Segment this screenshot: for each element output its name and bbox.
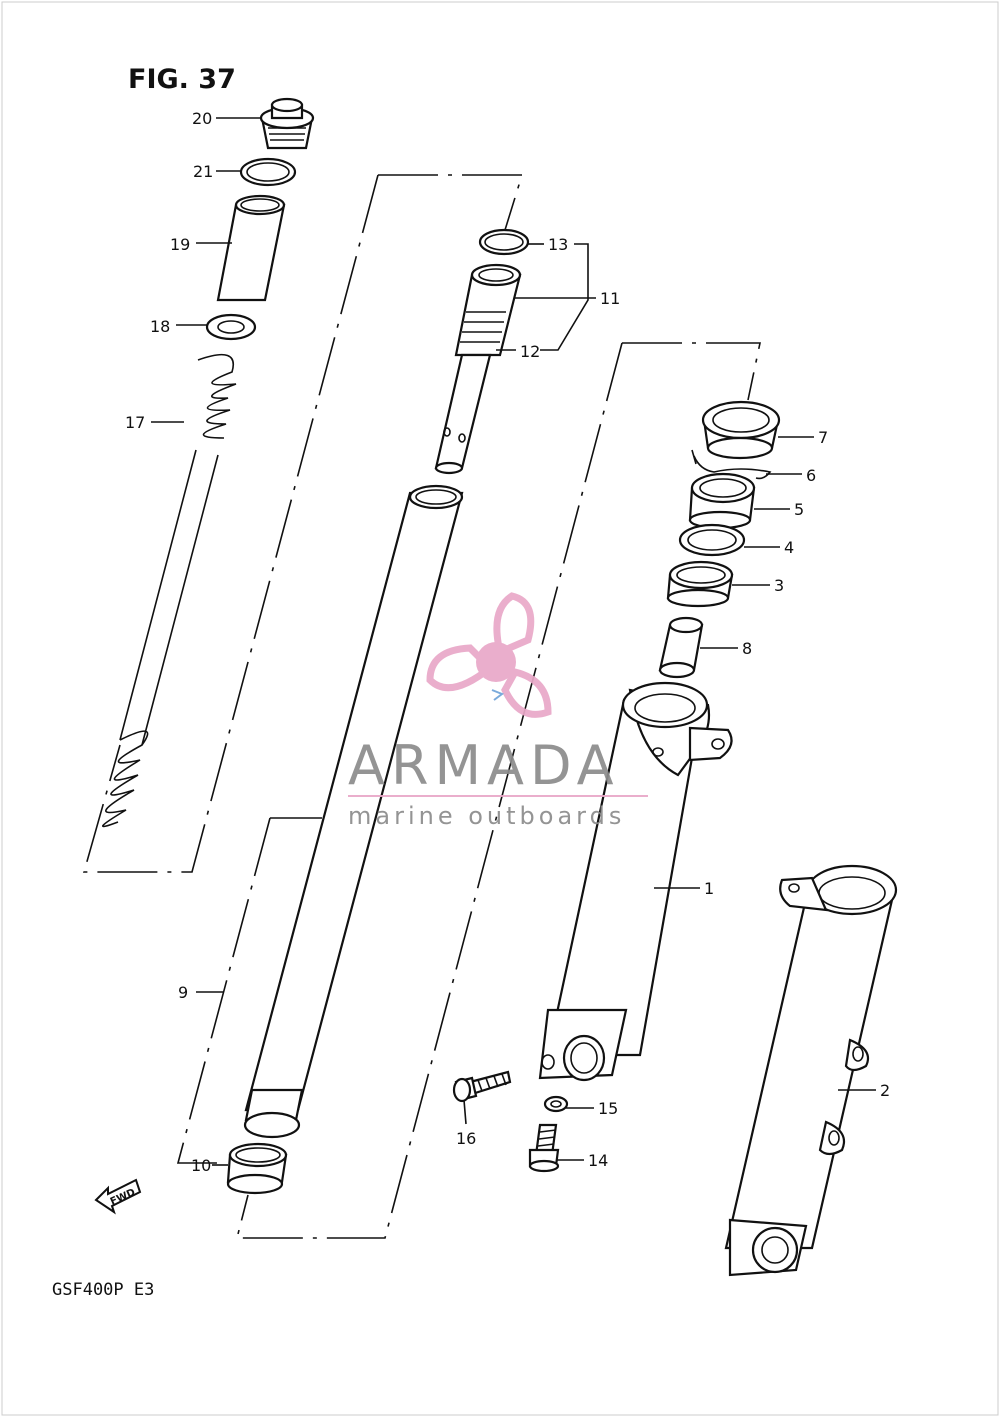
part-14-bolt: [528, 1123, 560, 1173]
fwd-arrow: FWD: [94, 1178, 142, 1215]
callout-11: 11: [600, 289, 620, 308]
propeller-accent: [491, 689, 505, 701]
part-1-outer-tube: [538, 681, 733, 1082]
callout-13: 13: [548, 235, 568, 254]
callout-8: 8: [742, 639, 752, 658]
callout-7: 7: [818, 428, 828, 447]
propeller-blade-right: [501, 667, 552, 718]
part-5-oil-seal: [688, 472, 756, 530]
brand-name: ARMADA: [348, 734, 620, 797]
callout-19: 19: [170, 235, 190, 254]
callout-4: 4: [784, 538, 794, 557]
callout-16: 16: [456, 1129, 476, 1148]
callout-1: 1: [704, 879, 714, 898]
callout-14: 14: [588, 1151, 608, 1170]
part-19-spacer: [216, 194, 286, 302]
callout-6: 6: [806, 466, 816, 485]
propeller-blade-top: [493, 592, 535, 657]
part-20-cap-bolt: [259, 97, 315, 150]
part-16-bolt: [452, 1070, 512, 1103]
model-code: GSF400P E3: [52, 1280, 154, 1300]
callout-15: 15: [598, 1099, 618, 1118]
callout-9: 9: [178, 983, 188, 1002]
callout-20: 20: [192, 109, 212, 128]
callout-17: 17: [125, 413, 145, 432]
watermark-logo: ARMADA marine outboards: [348, 592, 648, 830]
part-2-outer-tube: [724, 864, 898, 1277]
callout-labels: 20 21 19 18 17 13 11 12 7 6 5 4 3 8 1 2 …: [125, 109, 890, 1175]
callout-10: 10: [191, 1156, 211, 1175]
part-3-guide-bushing: [666, 560, 734, 608]
leader-lines: [151, 117, 876, 1166]
callout-3: 3: [774, 576, 784, 595]
callout-21: 21: [193, 162, 213, 181]
callout-5: 5: [794, 500, 804, 519]
part-7-dust-seal: [701, 400, 781, 460]
propeller-blade-left: [426, 644, 496, 692]
part-9-inner-tube: [243, 484, 464, 1139]
part-4-washer: [678, 523, 746, 557]
part-10-bushing: [226, 1142, 288, 1195]
callout-12: 12: [520, 342, 540, 361]
part-21-o-ring: [239, 157, 297, 187]
part-17-spring: [102, 353, 237, 828]
part-18-washer: [205, 313, 257, 341]
part-15-gasket: [543, 1095, 569, 1113]
part-11-damper-rod: [434, 263, 522, 475]
brand-tagline: marine outboards: [348, 802, 625, 830]
callout-18: 18: [150, 317, 170, 336]
part-8-oil-lock: [658, 616, 704, 679]
callout-2: 2: [880, 1081, 890, 1100]
part-6-stopper-ring: [691, 449, 772, 480]
figure-title: FIG. 37: [128, 64, 236, 95]
propeller-hub: [476, 642, 516, 682]
part-13-o-ring: [478, 228, 530, 256]
assembly-lines: [82, 174, 761, 1239]
